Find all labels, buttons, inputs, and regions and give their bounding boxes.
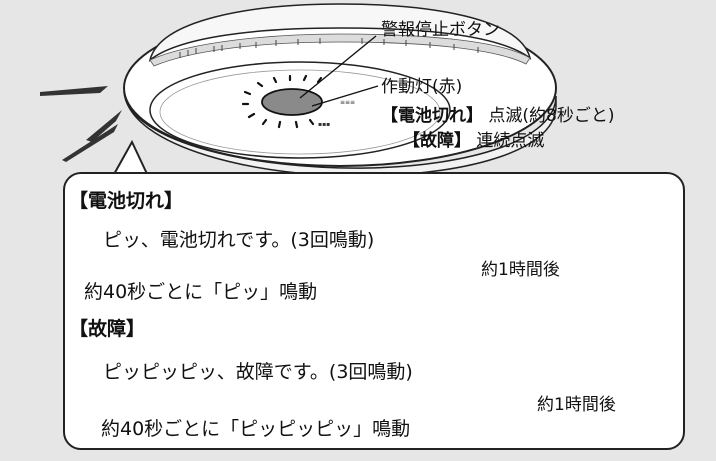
fault-repeat-message: 約40秒ごとに「ピッピッピッ」鳴動 xyxy=(101,418,411,440)
alarm-info-panel xyxy=(63,172,685,450)
battery-section-heading: 【電池切れ】 xyxy=(69,190,184,212)
svg-text:▪▪▪: ▪▪▪ xyxy=(318,121,330,128)
sound-wave-icon xyxy=(40,86,122,162)
battery-repeat-message: 約40秒ごとに「ピッ」鳴動 xyxy=(84,281,318,303)
battery-low-tag: 【電池切れ】 xyxy=(381,106,483,126)
leader-lines xyxy=(299,35,379,107)
fault-callout: 【故障】 連続点滅 xyxy=(403,133,544,150)
fault-section-heading: 【故障】 xyxy=(69,318,146,340)
blink-rays-icon xyxy=(241,74,323,129)
battery-voice-message: ピッ、電池切れです。(3回鳴動) xyxy=(103,229,375,251)
indicator-lamp-label: 作動灯(赤) xyxy=(381,77,463,97)
battery-low-callout: 【電池切れ】 点滅(約8秒ごと) xyxy=(381,108,615,125)
battery-interval-label: 約1時間後 xyxy=(481,260,560,280)
svg-text:≡≡≡: ≡≡≡ xyxy=(340,99,355,106)
fault-voice-message: ピッピッピッ、故障です。(3回鳴動) xyxy=(103,361,413,383)
fault-blink-desc: 連続点滅 xyxy=(476,131,545,151)
alarm-stop-button[interactable] xyxy=(261,88,323,116)
alarm-stop-button-label: 警報停止ボタン xyxy=(381,20,500,40)
fault-interval-label: 約1時間後 xyxy=(537,395,616,415)
fault-tag: 【故障】 xyxy=(403,131,471,151)
battery-low-blink-desc: 点滅(約8秒ごと) xyxy=(488,106,615,126)
panel-pointer xyxy=(112,139,149,177)
